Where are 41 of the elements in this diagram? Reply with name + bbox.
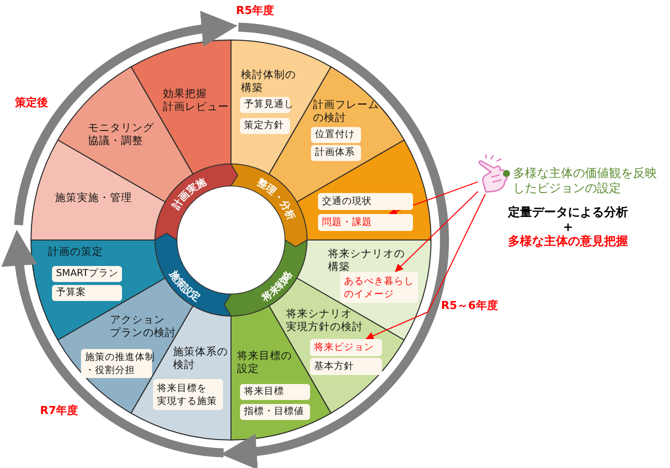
label-box: SMARTプラン [52, 266, 122, 282]
label-box: 予算案 [52, 285, 122, 301]
note-text: + [562, 220, 574, 235]
sector-heading: 効果把握計画レビュー [163, 88, 229, 114]
sector-heading: 将来目標の設定 [237, 350, 292, 376]
label-box: 問題・課題 [318, 214, 413, 231]
ring-label: 将来戦略 [260, 269, 296, 304]
label-box: 将来目標 [240, 384, 310, 400]
sector-heading: 将来シナリオの構築 [328, 248, 405, 274]
sector-heading: アクションプランの検討 [110, 314, 176, 340]
label-box: 将来ビジョン [310, 339, 382, 356]
note-text: 定量データによる分析 [506, 205, 629, 220]
sector-heading: モニタリング協議・調整 [88, 122, 154, 148]
sector-heading: 施策体系の検討 [173, 346, 228, 372]
label-box: 基本方針 [310, 358, 382, 375]
pointer-arrow [365, 194, 486, 340]
label-box: 計画体系 [311, 145, 361, 161]
sector-heading: 計画の策定 [48, 246, 103, 259]
note-text: 策定後 [15, 96, 48, 110]
label-box: 施策の推進体制・役割分担 [81, 349, 152, 378]
pointer-arrow [394, 191, 478, 272]
label-box: 位置付け [311, 127, 361, 143]
sector-heading: 施策実施・管理 [55, 192, 132, 205]
label-box: 策定方針 [240, 118, 290, 134]
ring-label: 施策設定 [166, 269, 202, 304]
note-text: 多様な主体の意見把握 [507, 234, 629, 249]
note-text: R7年度 [40, 404, 78, 418]
note-text: R5年度 [236, 4, 274, 18]
note-text: 多様な主体の価値観を反映したビジョンの設定 [513, 166, 657, 196]
note-text: R5～6年度 [441, 299, 498, 313]
ring-label: 計画実施 [170, 176, 208, 212]
label-box: 将来目標を実現する施策 [153, 379, 223, 410]
label-box: 交通の現状 [318, 193, 413, 210]
label-box: 指標・目標値 [240, 404, 310, 420]
sector-heading: 計画フレームの検討 [313, 99, 379, 125]
ring-label: 整理・分析 [254, 177, 296, 222]
pointer-arrow [388, 181, 478, 216]
sector-heading: 検討体制の構築 [241, 69, 296, 95]
label-box: あるべき暮らしのイメージ [340, 272, 418, 303]
sector-heading: 将来シナリオ実現方針の検討 [286, 308, 363, 334]
label-box: 予算見通し [240, 97, 290, 113]
